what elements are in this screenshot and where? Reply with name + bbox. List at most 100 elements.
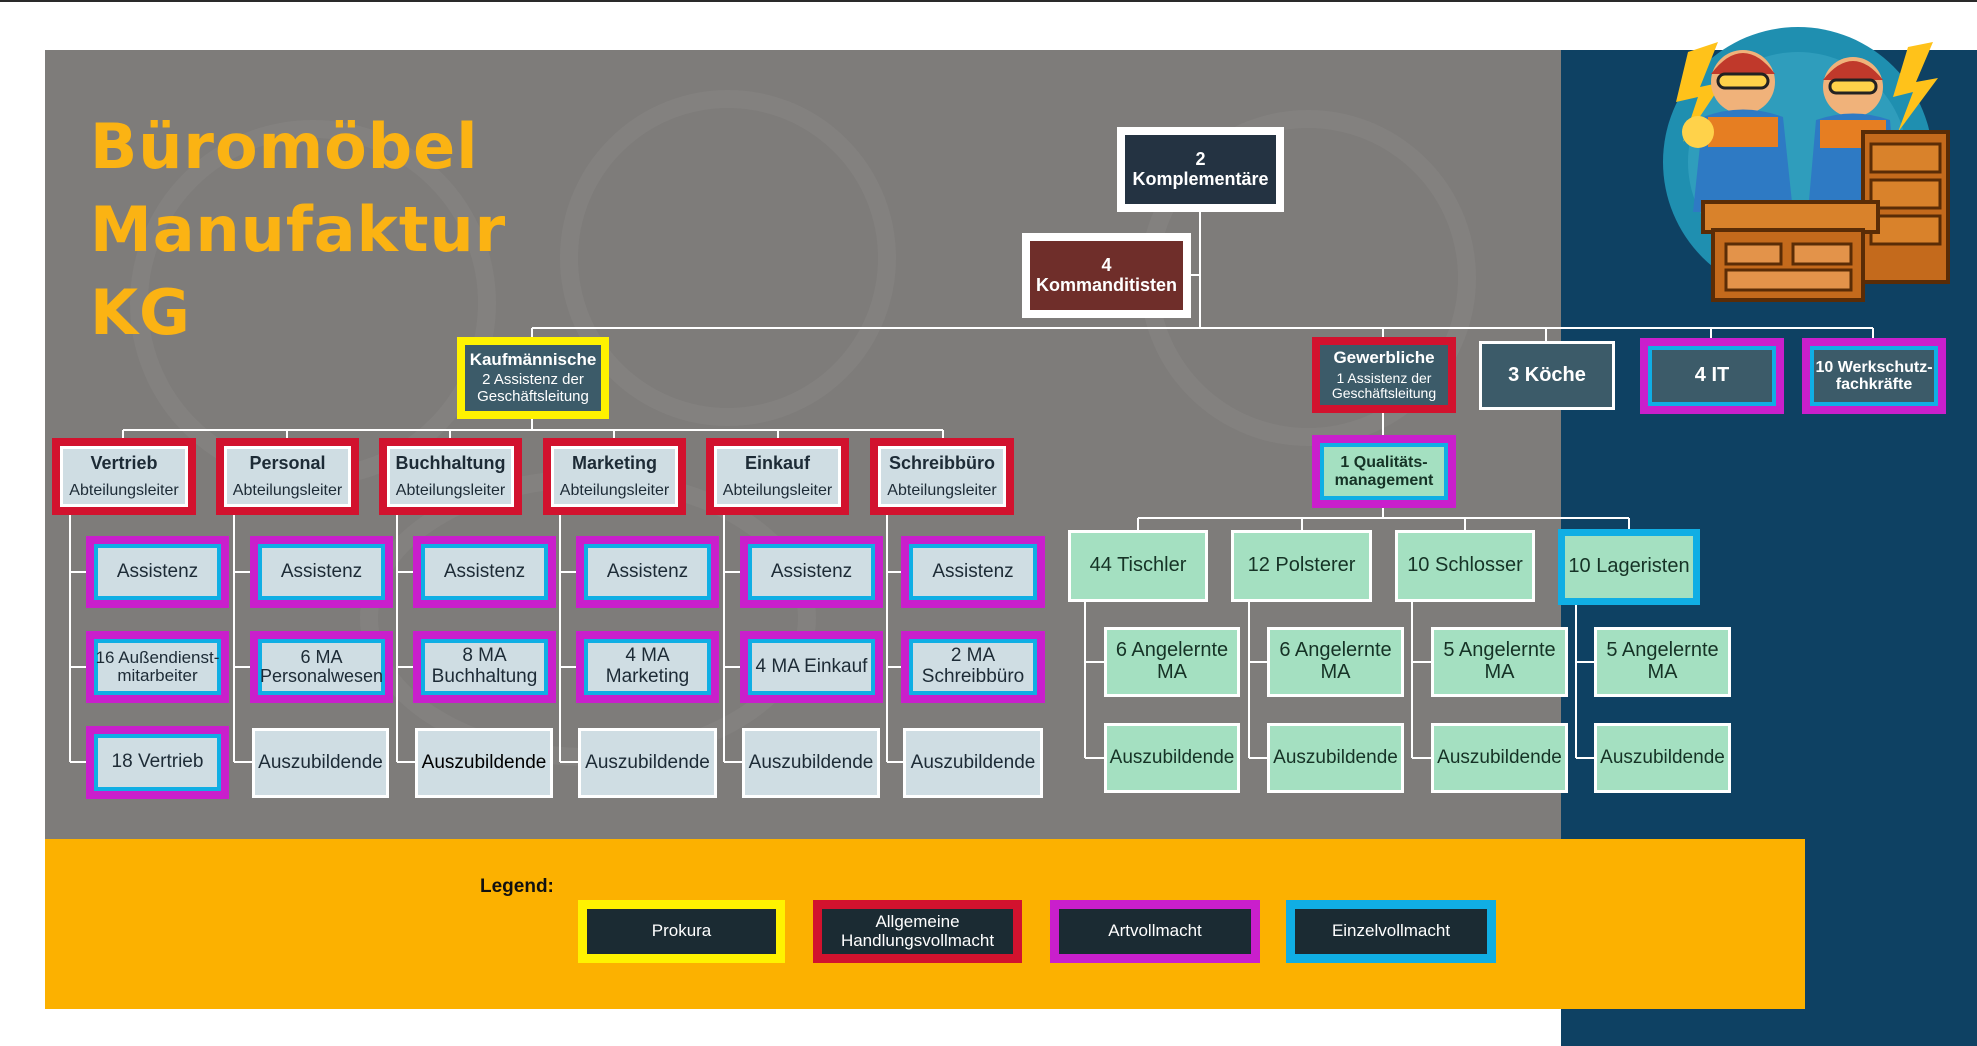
dept-marketing[interactable]: Marketing Abteilungsleiter (543, 438, 686, 515)
buchhaltung-auszubildende[interactable]: Auszubildende (415, 728, 553, 798)
tischler-angelernte[interactable]: 6 Angelernte MA (1104, 627, 1240, 697)
lightning-icon (1893, 42, 1938, 132)
marketing-ma[interactable]: 4 MA Marketing (576, 631, 719, 703)
dept-personal[interactable]: Personal Abteilungsleiter (216, 438, 359, 515)
legend-einzelvollmacht: Einzelvollmacht (1286, 900, 1496, 963)
marketing-auszubildende[interactable]: Auszubildende (578, 728, 717, 798)
legend-artvollmacht: Artvollmacht (1050, 900, 1260, 963)
qualitaetsmanagement-box[interactable]: 1 Qualitäts-management (1312, 435, 1456, 508)
connector-trades-vertical (1084, 602, 1577, 758)
kommanditisten-box[interactable]: 4 Kommanditisten (1022, 233, 1191, 318)
buchhaltung-assistenz[interactable]: Assistenz (413, 536, 556, 608)
dept-marketing-role: Abteilungsleiter (559, 482, 670, 500)
kaufmaennische-title: Kaufmännische (469, 350, 597, 370)
dept-einkauf-name: Einkauf (744, 452, 810, 473)
connector-branch-drops (531, 328, 1874, 343)
schlosser-auszubildende[interactable]: Auszubildende (1431, 723, 1568, 793)
legend-prokura: Prokura (578, 900, 785, 963)
legend-artvollmacht-label: Artvollmacht (1108, 921, 1202, 941)
dept-marketing-name: Marketing (571, 452, 658, 473)
dept-buchhaltung[interactable]: Buchhaltung Abteilungsleiter (379, 438, 522, 515)
dept-vertrieb-role: Abteilungsleiter (69, 482, 179, 500)
polsterer-angelernte-label: 6 Angelernte MA (1279, 639, 1392, 683)
vertrieb-third-label: 18 Vertrieb (111, 751, 204, 773)
trade-schlosser[interactable]: 10 Schlosser (1395, 530, 1535, 602)
trade-polsterer[interactable]: 12 Polsterer (1231, 530, 1372, 602)
koeche-label: 3 Köche (1508, 363, 1586, 386)
polsterer-angelernte[interactable]: 6 Angelernte MA (1267, 627, 1404, 697)
komplementaere-label: 2 Komplementäre (1132, 149, 1269, 189)
trade-polsterer-label: 12 Polsterer (1247, 554, 1356, 577)
legend-einzelvollmacht-label: Einzelvollmacht (1331, 921, 1451, 941)
legend-allgemeine-handlungsvollmacht: Allgemeine Handlungsvollmacht (813, 900, 1022, 963)
einkauf-ma-label: 4 MA Einkauf (755, 655, 868, 677)
personal-assistenz[interactable]: Assistenz (250, 536, 393, 608)
kaufmaennische-box[interactable]: Kaufmännische 2 Assistenz der Geschäftsl… (457, 337, 609, 419)
dept-einkauf[interactable]: Einkauf Abteilungsleiter (706, 438, 849, 515)
connector-dept-vertical (69, 514, 888, 762)
schreibbuero-ma[interactable]: 2 MA Schreibbüro (901, 631, 1045, 703)
polsterer-auszubildende[interactable]: Auszubildende (1267, 723, 1404, 793)
dept-schreibbuero[interactable]: Schreibbüro Abteilungsleiter (870, 438, 1014, 515)
schreibbuero-ma-label: 2 MA Schreibbüro (921, 645, 1025, 687)
buchhaltung-ma-label: 8 MA Buchhaltung (431, 645, 538, 687)
dept-einkauf-role: Abteilungsleiter (722, 482, 833, 500)
lageristen-auszubildende-label: Auszubildende (1600, 746, 1725, 768)
tischler-auszubildende[interactable]: Auszubildende (1104, 723, 1240, 793)
dept-vertrieb[interactable]: Vertrieb Abteilungsleiter (52, 438, 196, 515)
trade-lageristen[interactable]: 10 Lageristen (1558, 529, 1700, 605)
komplementaere-box[interactable]: 2 Komplementäre (1117, 127, 1284, 212)
einkauf-auszubildende[interactable]: Auszubildende (742, 728, 880, 798)
einkauf-assistenz[interactable]: Assistenz (740, 536, 883, 608)
legend-title: Legend: (480, 876, 554, 897)
dept-buchhaltung-name: Buchhaltung (395, 452, 506, 473)
connector-dept-drops (122, 430, 944, 440)
lageristen-angelernte[interactable]: 5 Angelernte MA (1594, 627, 1731, 697)
personal-assistenz-label: Assistenz (280, 560, 363, 582)
schreibbuero-auszubildende[interactable]: Auszubildende (903, 728, 1043, 798)
kommanditisten-label: 4 Kommanditisten (1035, 255, 1177, 295)
tischler-auszubildende-label: Auszubildende (1109, 746, 1235, 768)
einkauf-auszubildende-label: Auszubildende (748, 751, 874, 773)
schreibbuero-assistenz[interactable]: Assistenz (901, 536, 1045, 608)
vertrieb-ma[interactable]: 16 Außendienst-mitarbeiter (86, 631, 229, 703)
qualitaetsmanagement-label: 1 Qualitäts-management (1334, 454, 1434, 489)
dept-vertrieb-name: Vertrieb (90, 452, 158, 473)
buchhaltung-ma[interactable]: 8 MA Buchhaltung (413, 631, 556, 703)
einkauf-ma[interactable]: 4 MA Einkauf (740, 631, 883, 703)
trade-tischler[interactable]: 44 Tischler (1068, 530, 1208, 602)
gewerbliche-box[interactable]: Gewerbliche 1 Assistenz der Geschäftslei… (1312, 337, 1456, 413)
tischler-angelernte-label: 6 Angelernte MA (1115, 639, 1229, 683)
title-line-2: KG (90, 276, 191, 349)
schlosser-auszubildende-label: Auszubildende (1437, 746, 1562, 768)
koeche-box[interactable]: 3 Köche (1479, 341, 1615, 410)
marketing-ma-label: 4 MA Marketing (605, 645, 690, 687)
kaufmaennische-sub: 2 Assistenz der Geschäftsleitung (477, 371, 589, 405)
lightning-icon (1676, 42, 1723, 142)
marketing-assistenz[interactable]: Assistenz (576, 536, 719, 608)
mascot-illustration (1663, 27, 1950, 302)
dept-personal-name: Personal (249, 452, 326, 473)
lageristen-auszubildende[interactable]: Auszubildende (1594, 723, 1731, 793)
legend-allgemeine-label: Allgemeine Handlungsvollmacht (840, 911, 995, 950)
schreibbuero-auszubildende-label: Auszubildende (910, 751, 1036, 773)
personal-ma-label: 6 MA Personalwesen (259, 646, 384, 686)
dept-buchhaltung-role: Abteilungsleiter (395, 482, 506, 500)
vertrieb-assistenz-label: Assistenz (116, 560, 199, 582)
werkschutz-box[interactable]: 10 Werkschutz-fachkräfte (1802, 338, 1946, 414)
dept-personal-role: Abteilungsleiter (232, 482, 343, 500)
vertrieb-third[interactable]: 18 Vertrieb (86, 726, 229, 799)
page-title: Büromöbel Manufaktur KG (90, 105, 850, 354)
it-box[interactable]: 4 IT (1640, 338, 1784, 414)
buchhaltung-auszubildende-label: Auszubildende (421, 751, 547, 773)
schlosser-angelernte-label: 5 Angelernte MA (1443, 639, 1556, 683)
it-label: 4 IT (1694, 364, 1730, 387)
personal-auszubildende[interactable]: Auszubildende (252, 728, 389, 798)
dept-schreibbuero-name: Schreibbüro (888, 452, 995, 473)
einkauf-assistenz-label: Assistenz (770, 560, 853, 582)
schlosser-angelernte[interactable]: 5 Angelernte MA (1431, 627, 1568, 697)
personal-ma[interactable]: 6 MA Personalwesen (250, 631, 393, 703)
vertrieb-assistenz[interactable]: Assistenz (86, 536, 229, 608)
